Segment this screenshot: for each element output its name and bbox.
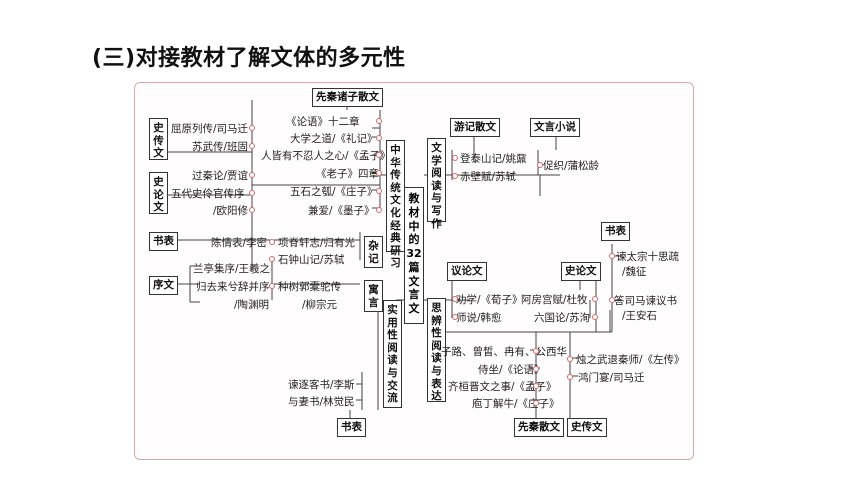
text-dengtai: 登泰山记/姚鼐	[460, 153, 527, 165]
text-guiqu: 归去来兮辞并序	[196, 281, 270, 293]
text-yuqi: 与妻书/林觉民	[288, 396, 355, 408]
connector-dot	[452, 173, 458, 179]
connector-dot	[533, 366, 539, 372]
category-shubiao-right: 书表	[601, 222, 630, 241]
text-guoqin: 过秦论/贾谊	[192, 170, 249, 182]
connector-dot	[249, 190, 255, 196]
text-lanting: 兰亭集序/王羲之	[193, 263, 271, 275]
connector-dot	[376, 188, 382, 194]
text-cuzhi: 促织/蒲松龄	[543, 160, 600, 172]
category-yuyan: 寓言	[364, 280, 383, 312]
connector-dot	[452, 155, 458, 161]
text-shizuo: 侍坐/《论语》	[478, 364, 545, 376]
category-wenxue: 文学阅读与写作	[427, 138, 446, 230]
text-renjie: 人皆有不忍人之心/《孟子》	[261, 150, 391, 162]
connector-dot	[376, 170, 382, 176]
text-liu: /柳宗元	[302, 299, 338, 311]
text-hongmen: 鸿门宴/司马迁	[578, 372, 645, 384]
text-liuguo: 六国论/苏洵	[534, 312, 591, 324]
text-qu-yuan: 屈原列传/司马迁	[171, 123, 249, 135]
text-chibi: 赤壁赋/苏轼	[460, 171, 517, 183]
connector-dot	[609, 253, 615, 259]
category-shubiao-left: 书表	[149, 232, 178, 251]
connector-dot	[269, 283, 275, 289]
connector-dot	[249, 172, 255, 178]
category-shilun-right: 史论文	[561, 262, 601, 281]
text-qihuan: 齐桓晋文之事/《孟子》	[448, 381, 557, 393]
text-ouyang: /欧阳修	[213, 205, 249, 217]
connector-dot	[452, 296, 458, 302]
connector-dot	[249, 207, 255, 213]
connector-dot	[269, 239, 275, 245]
connector-dot	[533, 400, 539, 406]
text-zhuzhiwu: 烛之武退秦师/《左传》	[576, 354, 685, 366]
category-sibian: 思辨性阅读与表达	[427, 298, 446, 402]
category-xianqin-top: 先秦诸子散文	[312, 88, 383, 107]
text-afang: 阿房宫赋/杜牧	[521, 294, 588, 306]
page-title: (三)对接教材了解文体的多元性	[92, 46, 406, 71]
text-jiantai: 谏太宗十思疏	[616, 251, 679, 263]
text-wushi: 五石之瓠/《庄子》	[290, 186, 378, 198]
category-wenyan-xs: 文言小说	[530, 118, 580, 137]
text-wanganshi: /王安石	[622, 310, 658, 322]
text-zilu: 子路、曾皙、冉有、公西华	[441, 346, 567, 358]
text-quanxue: 劝学/《荀子》	[456, 294, 523, 306]
text-jianzhu: 谏逐客书/李斯	[288, 379, 355, 391]
category-shubiao-bottom: 书表	[337, 418, 366, 437]
category-shizhuan-bottom: 史传文	[567, 418, 607, 437]
text-xiangji: 项脊轩志/归有光	[278, 237, 356, 249]
connector-dot	[376, 135, 382, 141]
category-shiyong: 实用性阅读与交流	[383, 300, 402, 408]
category-yilun: 议论文	[447, 262, 487, 281]
text-laozi4: 《老子》四章	[316, 168, 379, 180]
category-zhonghua: 中华传统文化经典研习	[386, 140, 405, 269]
text-chenqing: 陈情表/李密	[211, 237, 268, 249]
connector-dot	[452, 314, 458, 320]
connector-dot	[376, 152, 382, 158]
text-shizhong: 石钟山记/苏轼	[278, 254, 345, 266]
connector-dot	[609, 297, 615, 303]
text-wudai: 五代史伶官传序	[171, 188, 245, 200]
category-xuwen: 序文	[149, 276, 178, 295]
connector-dot	[592, 296, 598, 302]
connector-dot	[567, 356, 573, 362]
text-zhongshu: 种树郭橐驼传	[278, 281, 341, 293]
connector-dot	[567, 374, 573, 380]
text-tao: /陶渊明	[234, 299, 270, 311]
connector-dot	[592, 314, 598, 320]
connector-dot	[249, 125, 255, 131]
connector-dot	[269, 256, 275, 262]
text-jianai: 兼爱/《墨子》	[308, 205, 375, 217]
text-weizheng: /魏征	[622, 266, 647, 278]
text-lunyu12: 《论语》十二章	[286, 116, 360, 128]
category-shizhuan-left: 史传文	[149, 118, 168, 160]
category-youji: 游记散文	[450, 118, 500, 137]
connector-dot	[533, 383, 539, 389]
category-zaji: 杂记	[364, 236, 383, 268]
category-xianqin-bottom: 先秦散文	[514, 418, 564, 437]
text-dasima: 答司马谏议书	[614, 295, 677, 307]
text-su-wu: 苏武传/班固	[192, 141, 249, 153]
connector-dot	[376, 207, 382, 213]
connector-dot	[376, 118, 382, 124]
connector-dot	[537, 162, 543, 168]
text-shishuo: 师说/韩愈	[456, 312, 502, 324]
center-node: 教材中的32篇文言文	[404, 187, 424, 324]
connector-dot	[249, 143, 255, 149]
category-shilun-left: 史论文	[149, 172, 168, 214]
connector-dot	[533, 348, 539, 354]
text-daxue: 大学之道/《礼记》	[290, 133, 378, 145]
text-paoding: 庖丁解牛/《庄子》	[472, 398, 560, 410]
